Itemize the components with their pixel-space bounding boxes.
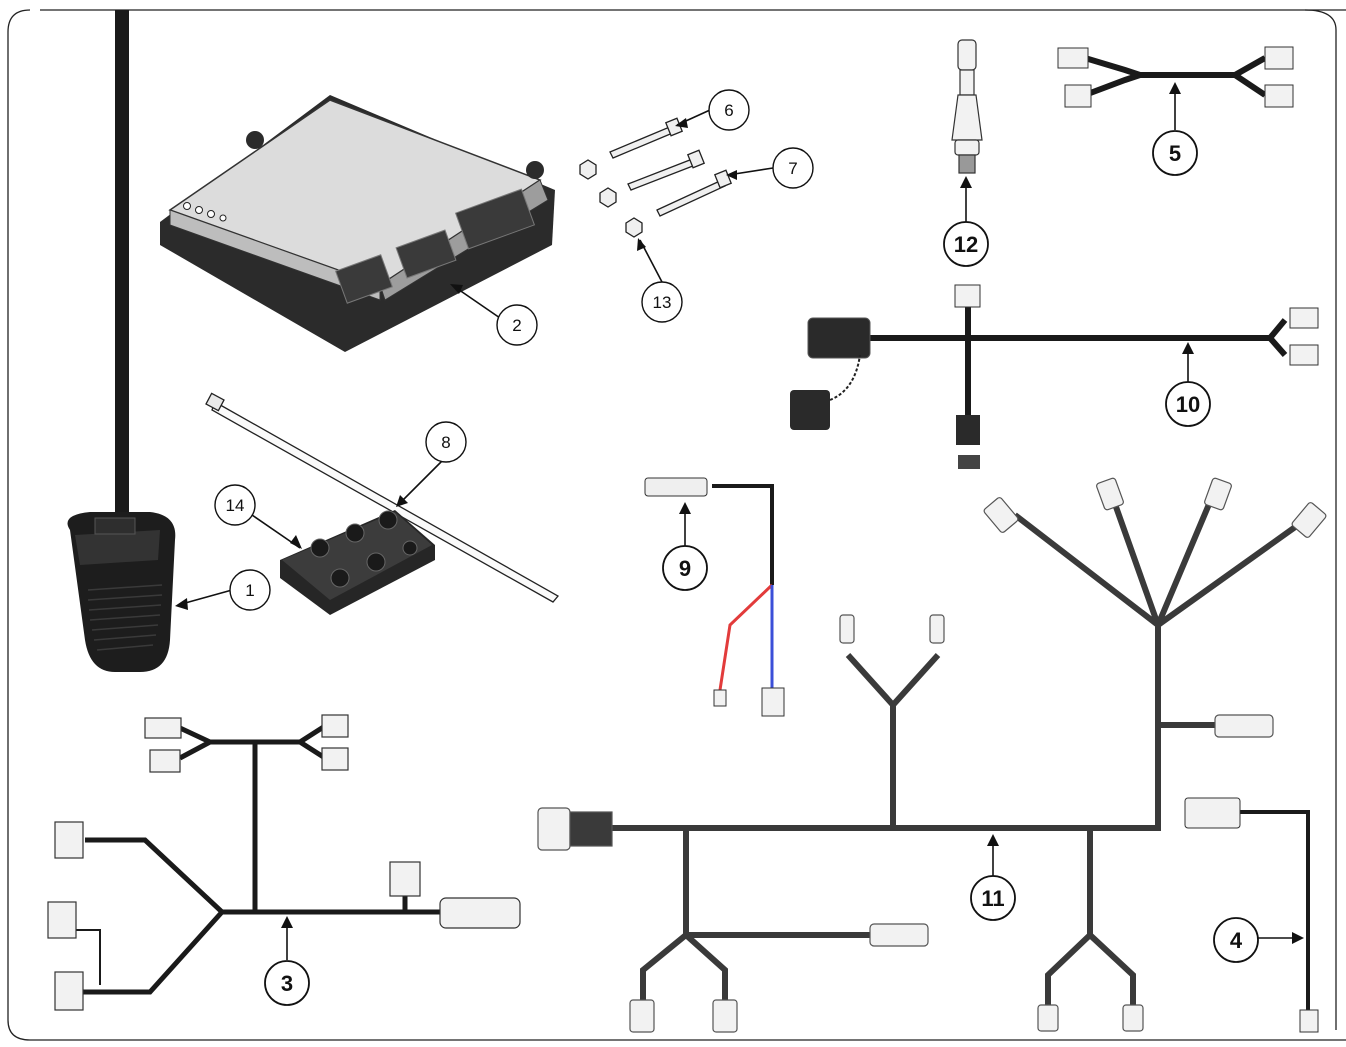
harness-10-low-conn <box>956 415 980 445</box>
harness-5 <box>1057 46 1294 108</box>
callout-10: 10 <box>1165 381 1211 427</box>
module-mount-1 <box>246 131 264 149</box>
module-leds <box>183 202 227 222</box>
harness-4-wire <box>1240 810 1310 1010</box>
foot-pedal <box>67 10 176 672</box>
callout-5-label: 5 <box>1169 141 1181 166</box>
callout-6-label: 6 <box>724 101 733 120</box>
module-front <box>169 209 381 301</box>
callout-6: 6 <box>708 89 750 131</box>
callout-1-label: 1 <box>245 581 254 600</box>
nut-13 <box>625 217 643 238</box>
bolt-a-head <box>686 149 706 169</box>
callout-5: 5 <box>1152 130 1198 176</box>
harness-9-plug <box>644 477 708 497</box>
harness-9-black <box>712 484 774 585</box>
callout-1: 1 <box>229 569 271 611</box>
callout-8-label: 8 <box>441 433 450 452</box>
callout-11-label: 11 <box>981 886 1004 911</box>
splitter-block <box>280 510 435 615</box>
nut-2 <box>599 187 617 208</box>
harness-4-conn-top <box>1184 797 1241 829</box>
pedal-latch <box>94 517 136 535</box>
harness-11-right <box>1045 828 1136 1005</box>
bolt-set <box>579 117 733 238</box>
callout-7-label: 7 <box>788 159 797 178</box>
pedal-cable <box>115 10 129 520</box>
nut-1 <box>579 159 597 180</box>
harness-9-red <box>718 583 774 691</box>
harness-11 <box>610 488 1307 1005</box>
harness-9-end-red <box>713 689 727 707</box>
callout-12: 12 <box>943 221 989 267</box>
harness-5-conn-1 <box>1057 47 1089 69</box>
callout-10-label: 10 <box>1176 392 1200 417</box>
callout-13-label: 13 <box>653 293 672 312</box>
callout-3: 3 <box>264 960 310 1006</box>
harness-3-wire <box>80 723 445 995</box>
harness-10-r2 <box>1289 344 1319 366</box>
harness-5-conn-4 <box>1264 84 1294 108</box>
harness-11-left <box>640 828 870 1000</box>
diagram-frame <box>7 9 1346 1041</box>
pedal-grip <box>87 584 163 651</box>
bolt-a <box>627 157 699 191</box>
controller-module <box>160 95 555 352</box>
callout-7: 7 <box>772 147 814 189</box>
bolt-6 <box>609 125 676 159</box>
callout-9-label: 9 <box>679 556 691 581</box>
harness-11-mid <box>845 652 941 828</box>
callout-9: 9 <box>662 545 708 591</box>
callout-12-label: 12 <box>954 232 978 257</box>
tie-head <box>205 392 225 412</box>
frame-corner <box>1304 9 1337 1030</box>
harness-3-connectors <box>47 714 521 1011</box>
harness-11-fan <box>1013 488 1307 628</box>
callout-2-label: 2 <box>512 316 521 335</box>
module-connector-c <box>454 188 536 250</box>
module-connector-b <box>395 229 457 279</box>
callout-13: 13 <box>641 281 683 323</box>
harness-10-top-conn <box>954 284 981 308</box>
bolt-7 <box>656 179 726 217</box>
callout-3-label: 3 <box>281 971 293 996</box>
harness-5-wire <box>1083 55 1267 98</box>
module-connector-a <box>334 254 394 304</box>
splitter-ports <box>310 510 418 588</box>
callout-14-label: 14 <box>226 496 245 515</box>
harness-10 <box>790 284 1319 469</box>
adapter-12 <box>951 39 983 174</box>
pedal-top <box>75 530 160 565</box>
harness-4-conn-bot <box>1299 1009 1319 1033</box>
harness-5-conn-3 <box>1264 46 1294 70</box>
leader-arrowheads <box>175 82 1304 944</box>
harness-10-big-conn <box>807 317 871 359</box>
harness-5-conn-2 <box>1064 84 1092 108</box>
callout-14: 14 <box>214 484 256 526</box>
harness-9 <box>644 477 785 717</box>
harness-10-chain <box>829 354 861 401</box>
callout-4-label: 4 <box>1230 928 1243 953</box>
harness-3-thin <box>72 929 101 985</box>
callout-8: 8 <box>425 421 467 463</box>
callouts: 1 2 3 4 5 6 7 8 <box>214 89 1259 1006</box>
harness-9-end-blue <box>761 687 785 717</box>
cable-tie <box>205 392 559 603</box>
callout-2: 2 <box>496 304 538 346</box>
callout-11: 11 <box>970 875 1016 921</box>
callout-4: 4 <box>1213 917 1259 963</box>
harness-3 <box>47 714 521 1011</box>
harness-11-trunk <box>610 625 1161 831</box>
harness-10-r1 <box>1289 307 1319 329</box>
harness-10-low-tip <box>958 455 980 469</box>
harness-10-cap <box>790 390 830 430</box>
harness-11-connectors <box>537 477 1327 1033</box>
harness-4 <box>1184 797 1319 1033</box>
splitter-top <box>282 512 432 600</box>
module-mount-2 <box>526 161 544 179</box>
harness-10-main <box>870 300 1288 420</box>
leader-8 <box>397 459 444 506</box>
